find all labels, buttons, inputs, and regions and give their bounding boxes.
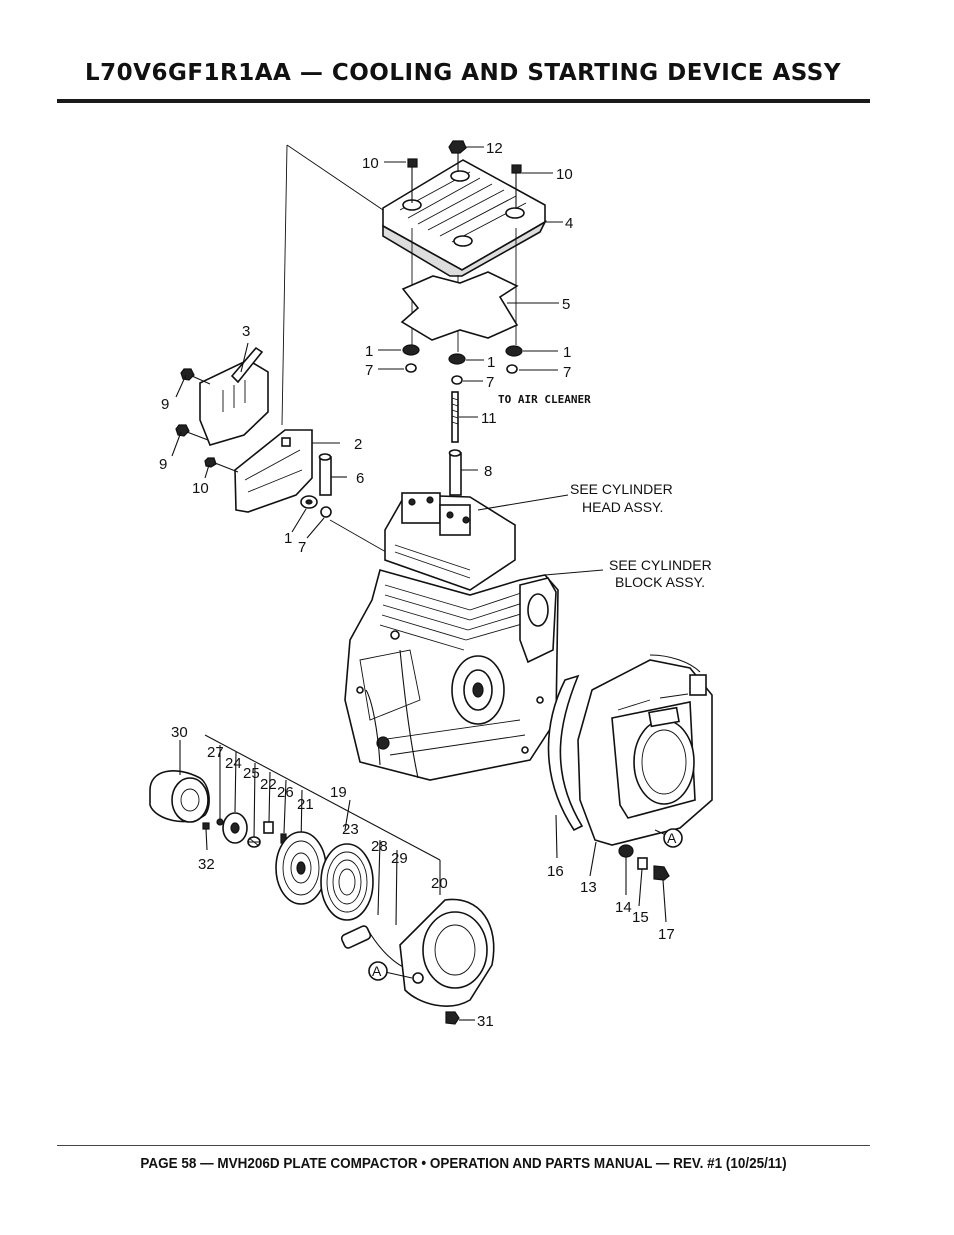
note-cylinder-head-line2: HEAD ASSY. [582,499,663,515]
starter-pulley-cup [149,770,210,823]
callout-19: 19 [330,784,347,801]
cover-bolt-right [511,164,522,209]
callout-9-lower: 9 [159,456,167,473]
cover-nut-top [448,140,467,172]
reference-a-shroud: A [654,828,683,848]
callout-28: 28 [371,838,388,855]
callout-3: 3 [242,323,250,340]
rubber-seal-strip [547,674,584,832]
callout-10-left: 10 [192,480,209,497]
air-duct-cover [234,429,313,513]
callout-1-right: 1 [563,344,571,361]
callout-22: 22 [260,776,277,793]
stud-bolt [451,391,459,443]
callout-20: 20 [431,875,448,892]
guide-bolt-lower [175,424,209,441]
callout-27: 27 [207,744,224,761]
starter-spring-small [247,836,261,848]
mount-rubber-right [505,345,523,374]
callout-10-top-right: 10 [556,166,573,183]
shroud-collar [637,857,648,907]
starter-spiral-spring [320,843,374,921]
callout-23: 23 [342,821,359,838]
callout-9-upper: 9 [161,396,169,413]
starter-ratchet [263,821,274,834]
callout-29: 29 [391,850,408,867]
callout-10-top-left: 10 [362,155,379,172]
mount-rubber-lower [300,495,332,518]
callout-32: 32 [198,856,215,873]
callout-12: 12 [486,140,503,157]
callout-17: 17 [658,926,675,943]
callout-26: 26 [277,784,294,801]
mount-rubber-left [402,344,420,373]
callout-24: 24 [225,755,242,772]
note-to-air-cleaner: TO AIR CLEANER [498,393,591,406]
note-cylinder-block-line1: SEE CYLINDER [609,557,712,573]
mount-rubber-center [448,353,466,385]
callout-7-lower: 7 [298,539,306,556]
page-title: L70V6GF1R1AA — COOLING AND STARTING DEVI… [84,60,841,86]
pulley-bolt-small [202,822,210,851]
callout-4: 4 [565,215,573,232]
guide-bolt-small [204,457,239,473]
reference-a-starter: A [368,961,413,981]
callout-14: 14 [615,899,632,916]
shroud-washer [618,844,634,895]
cooling-gasket [400,271,519,341]
starter-washer-small [216,818,224,826]
cover-bolt-left [407,158,418,203]
footer-rule [57,1145,870,1146]
callout-8: 8 [484,463,492,480]
callout-1-center: 1 [487,354,495,371]
cylinder-head [384,492,516,591]
callout-7-right: 7 [563,364,571,381]
callout-2: 2 [354,436,362,453]
starter-case [399,898,495,1007]
callout-A-starter: A [372,963,382,979]
guide-collar [448,449,462,496]
callout-15: 15 [632,909,649,926]
air-guide-plate [199,346,269,446]
title-rule [57,99,870,103]
callout-1-lower: 1 [284,530,292,547]
callout-7-center: 7 [486,374,494,391]
shroud-bolt [653,865,670,923]
callout-25: 25 [243,765,260,782]
note-cylinder-block-line2: BLOCK ASSY. [615,574,705,590]
collar-pipe [318,453,332,496]
guide-bolt-upper [180,368,211,385]
callout-13: 13 [580,879,597,896]
fan-shroud [577,654,713,846]
cylinder-block [344,569,559,781]
callout-30: 30 [171,724,188,741]
cooling-cover-plate [382,159,547,277]
callout-16: 16 [547,863,564,880]
callout-A-shroud: A [667,830,677,846]
starter-reel [275,831,327,905]
callout-7-left: 7 [365,362,373,379]
callout-5: 5 [562,296,570,313]
callout-6: 6 [356,470,364,487]
callout-11: 11 [481,410,497,427]
callout-31: 31 [477,1013,494,1030]
starter-friction-plate [222,812,248,844]
note-cylinder-head-line1: SEE CYLINDER [570,481,673,497]
callout-1-left: 1 [365,343,373,360]
callout-21: 21 [297,796,314,813]
starter-case-bolt [445,1011,475,1025]
page-footer: PAGE 58 — MVH206D PLATE COMPACTOR • OPER… [140,1155,787,1172]
